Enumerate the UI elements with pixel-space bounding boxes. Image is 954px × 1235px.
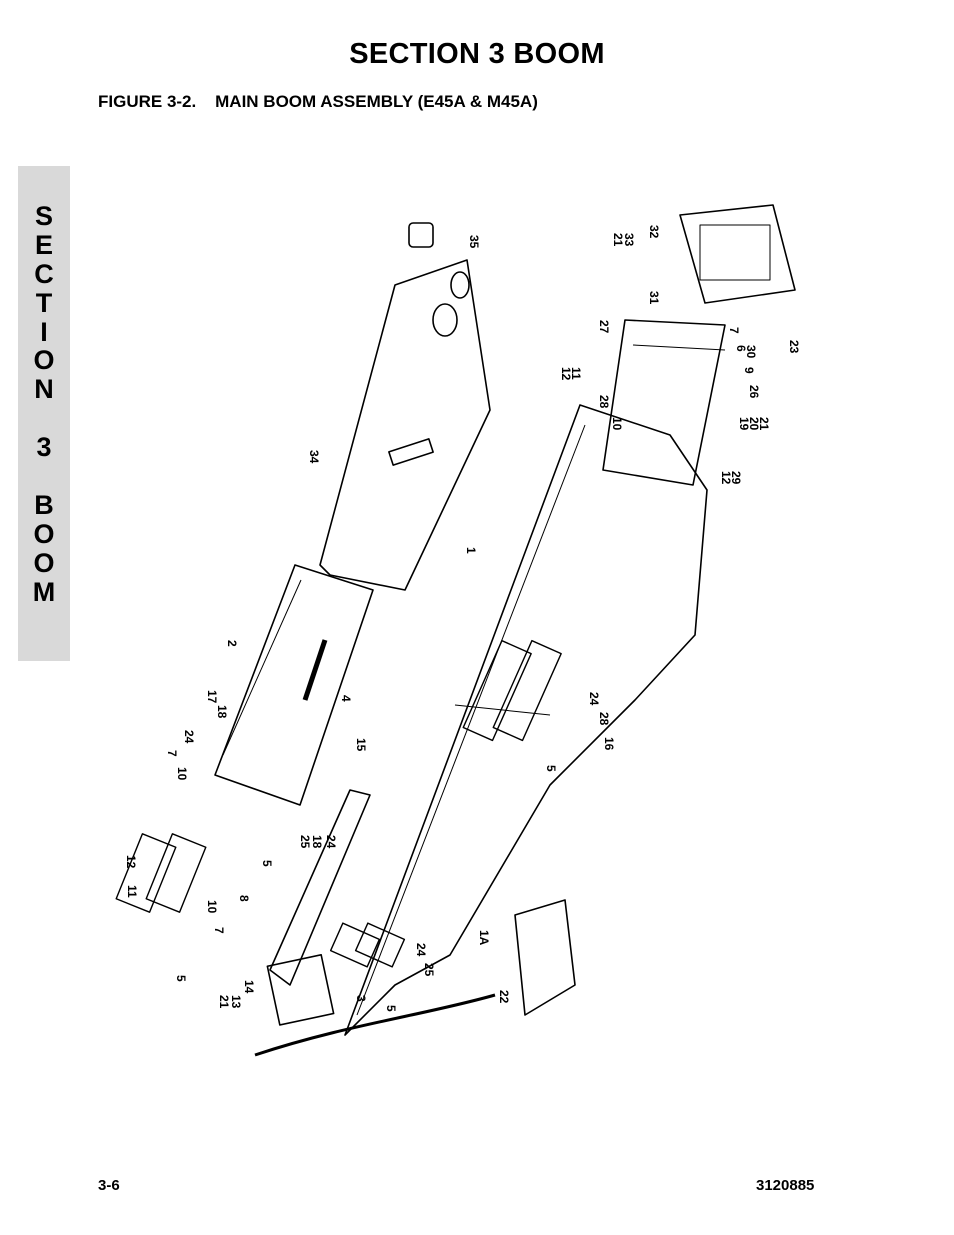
side-tab-letter: T [35,287,53,318]
callout-c3: 3 [354,995,368,1002]
callout-c12a: 12 [559,367,573,381]
boom-head-box [602,319,726,486]
callout-c21c: 21 [217,995,231,1009]
callout-c5b: 5 [174,975,188,982]
callout-c7b: 7 [165,750,179,757]
callout-c12c: 12 [124,855,138,869]
callout-c8: 8 [237,895,251,902]
callout-c10b: 10 [175,767,189,781]
callout-c22: 22 [497,990,511,1004]
callout-c7c: 7 [212,927,226,934]
callout-c5c: 5 [544,765,558,772]
document-number: 3120885 [756,1177,815,1194]
callout-c30: 30 [744,345,758,359]
callout-c6: 6 [734,345,748,352]
callout-c10a: 10 [610,417,624,431]
side-tab-letter: N [34,374,54,405]
callout-c29: 29 [729,471,743,485]
callout-c25b: 25 [422,963,436,977]
control-box-23 [679,204,796,304]
callout-c24b: 24 [324,835,338,849]
callout-c26: 26 [747,385,761,399]
callout-c24c: 24 [587,692,601,706]
callout-c5d: 5 [384,1005,398,1012]
callout-c10c: 10 [205,900,219,914]
callout-c34: 34 [307,450,321,464]
hose [254,993,496,1057]
bushing-35 [408,222,434,248]
pin-4 [302,639,328,701]
callout-c14: 14 [242,980,256,994]
figure-title: FIGURE 3-2. MAIN BOOM ASSEMBLY (E45A & M… [98,92,538,111]
callout-c25a: 25 [298,835,312,849]
fly-boom [319,259,491,591]
side-tab-letter: O [33,345,55,376]
side-tab-letter [18,404,70,433]
callout-c18b: 18 [310,835,324,849]
bracket-22 [514,899,576,1016]
callout-c11b: 11 [125,885,139,898]
callout-c17: 17 [205,690,219,704]
side-tab-letter: I [40,316,48,347]
base-mount [266,954,335,1026]
callout-c5a: 5 [260,860,274,867]
callout-c33: 33 [622,233,636,247]
callout-c18a: 18 [215,705,229,719]
callout-c20: 20 [747,417,761,431]
callout-c24d: 24 [414,943,428,957]
callout-c31: 31 [647,291,661,305]
lower-section [269,789,371,986]
callout-c9: 9 [742,367,756,374]
side-tab-letter [18,462,70,491]
callout-c23: 23 [787,340,801,354]
callout-c7a: 7 [727,327,741,334]
side-tab-letter: O [33,547,55,578]
callout-c24a: 24 [182,730,196,744]
callout-c1: 1 [464,547,478,554]
callout-c21b: 21 [757,417,771,431]
callout-c12b: 12 [719,471,733,485]
side-tab-letter: C [34,258,54,289]
side-tab-letter: 3 [36,432,52,463]
callout-c4: 4 [339,695,353,702]
callout-c21a: 21 [611,233,625,247]
side-tab-letter: M [32,576,56,607]
callout-c2: 2 [225,640,239,647]
mid-boom [214,564,374,806]
side-tab-letter: E [34,229,53,260]
callout-c13: 13 [229,995,243,1009]
callout-c32: 32 [647,225,661,239]
callout-c16: 16 [602,737,616,751]
callout-c27: 27 [597,320,611,334]
section-title: SECTION 3 BOOM [349,38,605,70]
callout-c1A: 1A [477,930,491,946]
side-tab-letter: S [34,201,53,231]
page-number: 3-6 [98,1177,120,1194]
side-tab-letter: B [34,489,54,520]
callout-c11a: 11 [569,367,583,380]
callout-c28a: 28 [597,395,611,409]
callout-c19: 19 [737,417,751,431]
callout-c28b: 28 [597,712,611,726]
side-tab-letter: O [33,518,55,549]
main-boom [344,404,708,1036]
callout-c35: 35 [467,235,481,249]
callout-c15: 15 [354,738,368,752]
